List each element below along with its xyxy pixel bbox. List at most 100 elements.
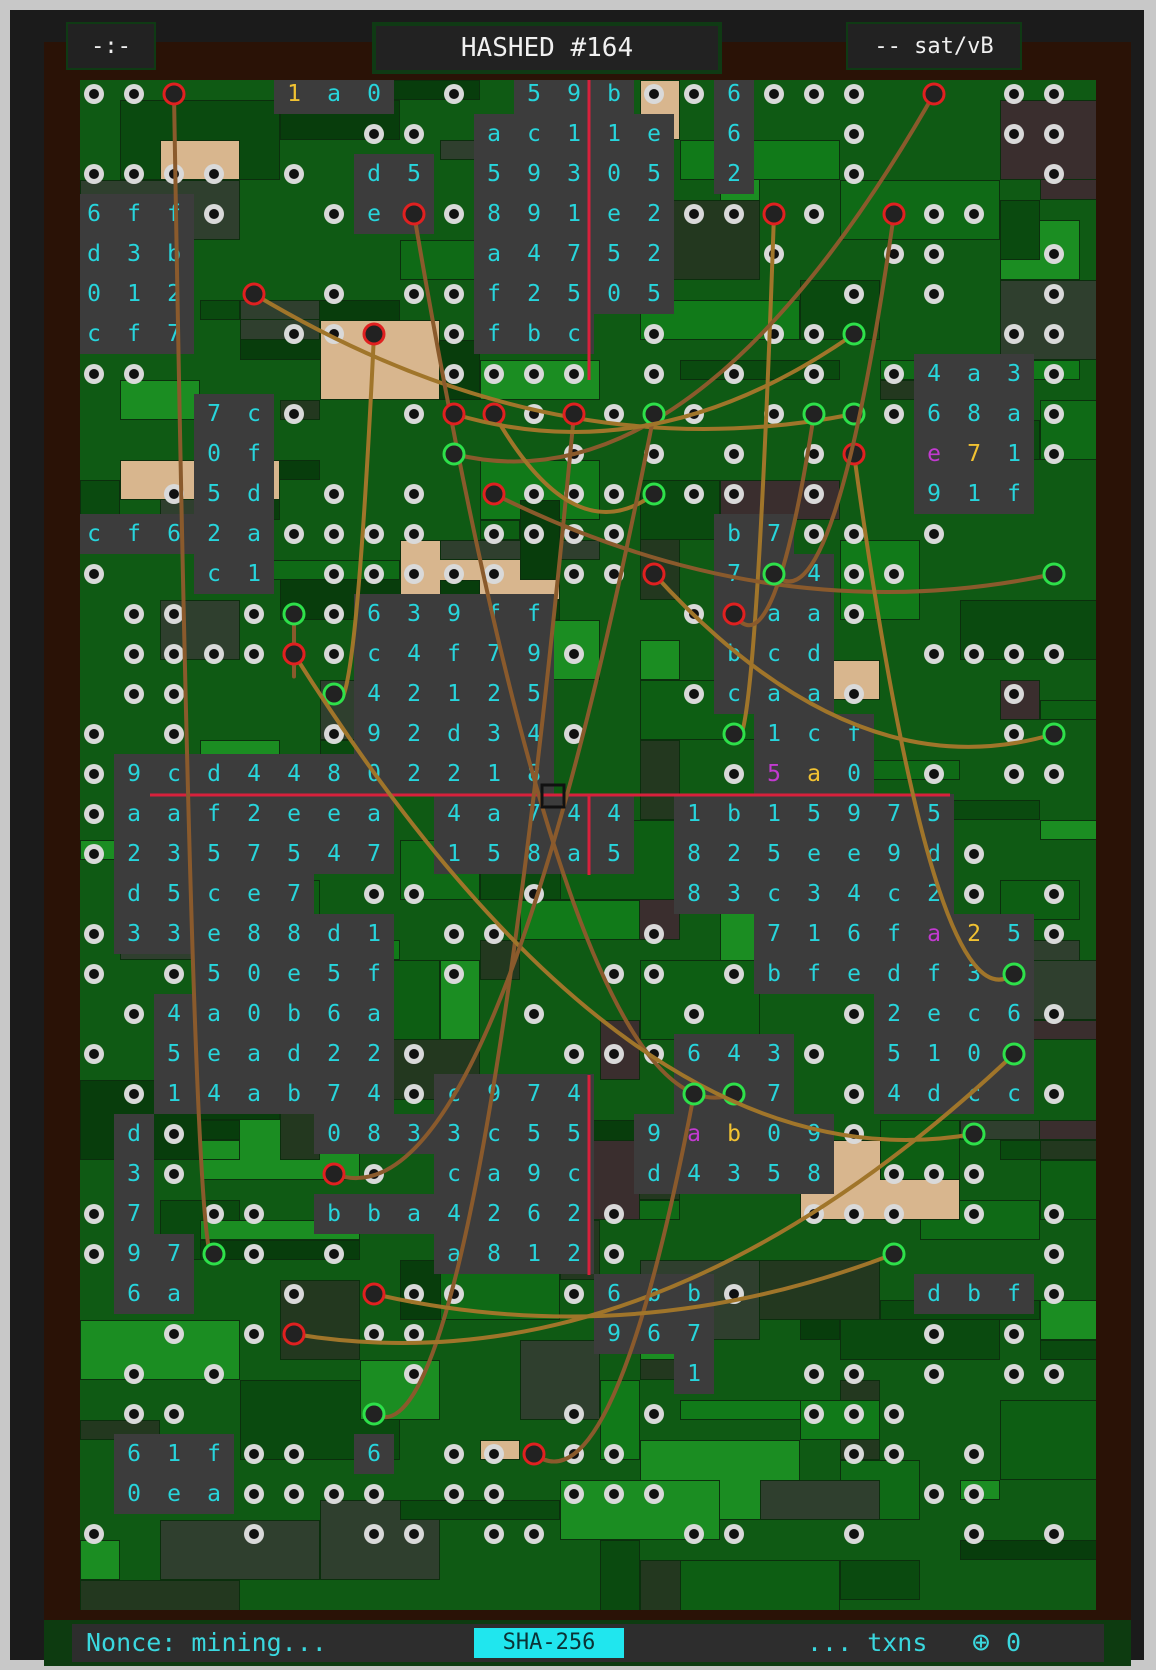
board-hole[interactable] xyxy=(84,1244,104,1264)
board-hole[interactable] xyxy=(364,524,384,544)
board-hole[interactable] xyxy=(404,284,424,304)
board-hole[interactable] xyxy=(404,884,424,904)
board-hole[interactable] xyxy=(564,564,584,584)
wire-peg[interactable] xyxy=(322,1162,346,1186)
board-hole[interactable] xyxy=(964,1484,984,1504)
board-hole[interactable] xyxy=(1044,124,1064,144)
board-hole[interactable] xyxy=(844,124,864,144)
board-hole[interactable] xyxy=(164,724,184,744)
board-hole[interactable] xyxy=(324,284,344,304)
board-hole[interactable] xyxy=(844,1364,864,1384)
board-hole[interactable] xyxy=(844,1404,864,1424)
board-hole[interactable] xyxy=(804,1044,824,1064)
wire[interactable] xyxy=(652,572,1056,749)
board-hole[interactable] xyxy=(1004,84,1024,104)
board-hole[interactable] xyxy=(84,364,104,384)
board-hole[interactable] xyxy=(244,1484,264,1504)
board-hole[interactable] xyxy=(284,524,304,544)
board-hole[interactable] xyxy=(844,1204,864,1224)
board-hole[interactable] xyxy=(124,1004,144,1024)
board-hole[interactable] xyxy=(84,564,104,584)
board-hole[interactable] xyxy=(484,364,504,384)
board-hole[interactable] xyxy=(404,404,424,424)
board-hole[interactable] xyxy=(924,524,944,544)
board-hole[interactable] xyxy=(84,84,104,104)
board-hole[interactable] xyxy=(884,1404,904,1424)
board-hole[interactable] xyxy=(844,84,864,104)
board-hole[interactable] xyxy=(364,1524,384,1544)
board-hole[interactable] xyxy=(684,484,704,504)
board-hole[interactable] xyxy=(124,1084,144,1104)
board-hole[interactable] xyxy=(724,444,744,464)
board-hole[interactable] xyxy=(844,1084,864,1104)
board-hole[interactable] xyxy=(164,964,184,984)
board-hole[interactable] xyxy=(604,524,624,544)
wire-peg[interactable] xyxy=(842,322,866,346)
board-hole[interactable] xyxy=(964,1204,984,1224)
board-hole[interactable] xyxy=(684,684,704,704)
board-hole[interactable] xyxy=(604,484,624,504)
board-hole[interactable] xyxy=(724,364,744,384)
board-hole[interactable] xyxy=(164,1164,184,1184)
board-hole[interactable] xyxy=(844,1524,864,1544)
wire-peg[interactable] xyxy=(242,282,266,306)
board-hole[interactable] xyxy=(204,1204,224,1224)
board-hole[interactable] xyxy=(844,1004,864,1024)
board-hole[interactable] xyxy=(684,204,704,224)
board-hole[interactable] xyxy=(444,1484,464,1504)
board-hole[interactable] xyxy=(644,84,664,104)
board-hole[interactable] xyxy=(364,124,384,144)
board-hole[interactable] xyxy=(284,1284,304,1304)
board-hole[interactable] xyxy=(604,1204,624,1224)
wire-peg[interactable] xyxy=(802,402,826,426)
board-hole[interactable] xyxy=(564,1484,584,1504)
wire-peg[interactable] xyxy=(282,602,306,626)
board-hole[interactable] xyxy=(284,404,304,424)
wire[interactable] xyxy=(332,332,376,704)
board-hole[interactable] xyxy=(324,604,344,624)
board-hole[interactable] xyxy=(564,724,584,744)
board-hole[interactable] xyxy=(404,524,424,544)
board-hole[interactable] xyxy=(564,1044,584,1064)
board-hole[interactable] xyxy=(324,204,344,224)
board-hole[interactable] xyxy=(1044,1244,1064,1264)
board-hole[interactable] xyxy=(84,764,104,784)
wire-peg[interactable] xyxy=(562,402,586,426)
board-hole[interactable] xyxy=(124,1364,144,1384)
board-hole[interactable] xyxy=(124,604,144,624)
board-hole[interactable] xyxy=(884,1204,904,1224)
board-hole[interactable] xyxy=(244,644,264,664)
board-hole[interactable] xyxy=(84,804,104,824)
board-hole[interactable] xyxy=(84,844,104,864)
board-hole[interactable] xyxy=(564,364,584,384)
board-hole[interactable] xyxy=(404,1044,424,1064)
board-hole[interactable] xyxy=(484,1444,504,1464)
board-hole[interactable] xyxy=(324,644,344,664)
wire-peg[interactable] xyxy=(522,1442,546,1466)
board-hole[interactable] xyxy=(924,1484,944,1504)
board-hole[interactable] xyxy=(404,1284,424,1304)
board-hole[interactable] xyxy=(804,1404,824,1424)
board-hole[interactable] xyxy=(524,524,544,544)
board-hole[interactable] xyxy=(1044,1204,1064,1224)
board-hole[interactable] xyxy=(1044,1084,1064,1104)
wire-peg[interactable] xyxy=(922,82,946,106)
board-hole[interactable] xyxy=(1004,1364,1024,1384)
board-hole[interactable] xyxy=(284,1444,304,1464)
board-hole[interactable] xyxy=(764,404,784,424)
board-hole[interactable] xyxy=(884,1164,904,1184)
board-hole[interactable] xyxy=(404,564,424,584)
board-hole[interactable] xyxy=(204,164,224,184)
board-hole[interactable] xyxy=(924,1364,944,1384)
board-hole[interactable] xyxy=(1044,884,1064,904)
board-hole[interactable] xyxy=(444,84,464,104)
wire[interactable] xyxy=(372,1252,896,1319)
board-hole[interactable] xyxy=(164,1124,184,1144)
board-hole[interactable] xyxy=(524,1004,544,1024)
board-hole[interactable] xyxy=(844,1444,864,1464)
board-hole[interactable] xyxy=(844,604,864,624)
wire-peg[interactable] xyxy=(1042,562,1066,586)
board-hole[interactable] xyxy=(684,84,704,104)
board-hole[interactable] xyxy=(724,204,744,224)
board-hole[interactable] xyxy=(364,1324,384,1344)
